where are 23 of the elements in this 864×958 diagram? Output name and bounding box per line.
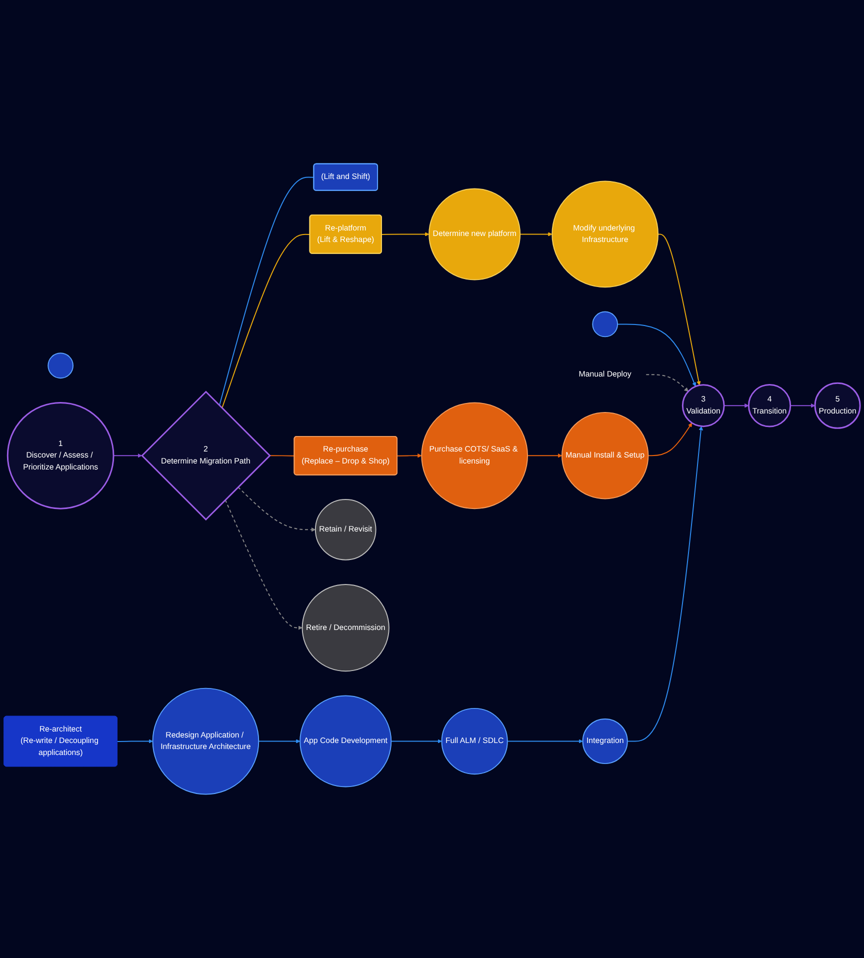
node-circle <box>48 352 74 379</box>
arrow <box>626 426 704 742</box>
arrow <box>116 739 153 744</box>
arrow <box>520 232 552 236</box>
connector <box>218 176 314 406</box>
node-circle <box>592 311 618 338</box>
arrow <box>390 739 442 744</box>
arrow <box>646 374 688 392</box>
arrow <box>381 232 430 236</box>
arrow <box>617 324 696 387</box>
arrow <box>113 453 142 458</box>
arrow <box>724 403 749 408</box>
arrow <box>790 403 816 408</box>
arrow <box>238 486 316 532</box>
arrow <box>258 739 300 744</box>
arrow <box>648 422 692 456</box>
arrow <box>527 453 562 458</box>
connector <box>222 234 310 409</box>
connector <box>269 455 295 456</box>
arrow <box>224 499 302 630</box>
arrow <box>506 739 583 744</box>
arrow <box>658 234 701 386</box>
arrow <box>396 453 422 458</box>
